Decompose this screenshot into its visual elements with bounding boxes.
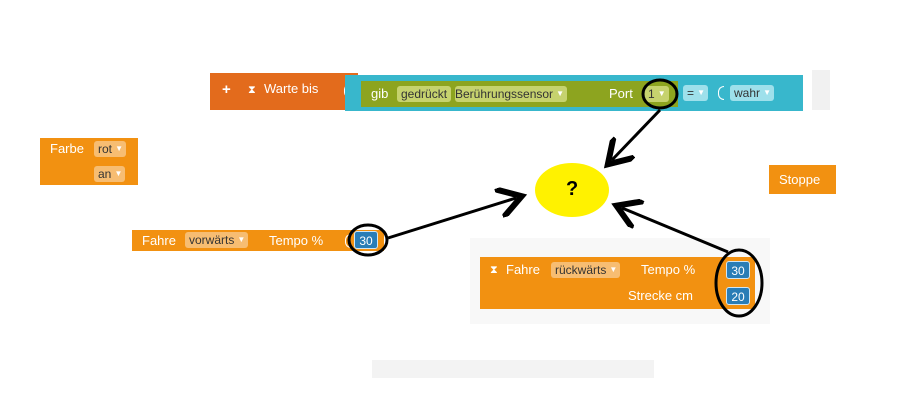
sensor-mode-dropdown[interactable]: gedrückt <box>397 86 452 102</box>
color-dropdown[interactable]: rot▼ <box>94 141 127 157</box>
port-label: Port <box>609 86 633 101</box>
background-artifact <box>812 70 830 110</box>
value-dropdown[interactable]: wahr▼ <box>730 85 775 101</box>
hourglass-icon: ⧗ <box>248 84 256 96</box>
hourglass-icon: ⧗ <box>490 264 498 276</box>
port-dropdown[interactable]: 1▼ <box>644 86 669 102</box>
state-dropdown[interactable]: an▼ <box>94 166 126 182</box>
distance-input[interactable]: 20 <box>726 287 750 305</box>
speed-label: Tempo % <box>641 262 696 277</box>
direction-dropdown[interactable]: vorwärts▼ <box>185 232 249 248</box>
arrow-port-to-center <box>612 108 662 160</box>
sensor-prefix-label: gib <box>371 86 389 101</box>
drive-label: Fahre <box>142 233 176 248</box>
question-mark: ? <box>566 178 579 200</box>
arrow-speed-to-center <box>387 198 516 240</box>
speed-input[interactable]: 30 <box>726 261 750 279</box>
drive-forward-block[interactable]: Fahre vorwärts▼ Tempo % 30 <box>132 230 384 251</box>
sensor-type-dropdown[interactable]: Berührungssensor▼ <box>455 86 568 102</box>
color-label: Farbe <box>50 141 84 156</box>
compare-operator-dropdown[interactable]: =▼ <box>683 85 709 101</box>
drive-label: Fahre <box>506 262 540 277</box>
stop-label: Stoppe <box>779 172 821 187</box>
input-socket <box>718 86 724 100</box>
wait-until-label: Warte bis <box>264 81 319 96</box>
color-block[interactable]: Farbe rot▼ an▼ <box>40 138 138 185</box>
speed-input[interactable]: 30 <box>354 231 378 249</box>
drive-backward-block[interactable]: ⧗ Fahre rückwärts▼ Tempo % 30 Strecke cm… <box>480 257 755 309</box>
wait-until-block[interactable]: + ⧗ Warte bis <box>210 73 358 110</box>
stop-block[interactable]: Stoppe <box>769 165 836 194</box>
background-artifact <box>372 360 654 378</box>
touch-sensor-block[interactable]: gib gedrückt Berührungssensor▼ Port 1▼ <box>361 81 678 107</box>
direction-dropdown[interactable]: rückwärts▼ <box>551 262 621 278</box>
add-icon[interactable]: + <box>222 81 231 98</box>
distance-label: Strecke cm <box>628 288 694 303</box>
input-socket <box>345 234 351 248</box>
speed-label: Tempo % <box>269 233 324 248</box>
